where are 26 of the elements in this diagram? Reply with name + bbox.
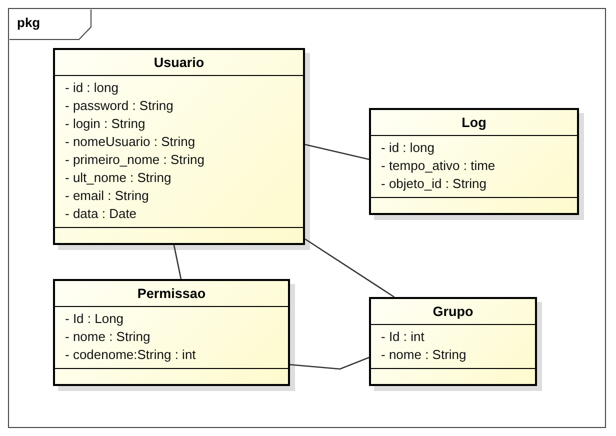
attribute-text: - Id : Long	[65, 310, 125, 328]
attribute-text: - nome : String	[65, 328, 152, 346]
attribute-text: - primeiro_nome : String	[65, 151, 206, 169]
association-line	[304, 238, 395, 298]
class-name: Grupo	[432, 304, 474, 319]
attribute-text: - id : long	[381, 139, 436, 157]
attribute-text: - Id : int	[381, 328, 426, 346]
attribute-text: - id : long	[65, 79, 120, 97]
attribute-text: - objeto_id : String	[381, 175, 488, 193]
association-line	[290, 356, 370, 370]
attribute-text: - nomeUsuario : String	[65, 133, 196, 151]
association-line	[304, 144, 370, 160]
package-name: pkg	[17, 15, 40, 30]
association-line	[173, 244, 182, 280]
attribute-text: - codenome:String : int	[65, 346, 197, 364]
attribute-text: - ult_nome : String	[65, 169, 172, 187]
attribute-text: - tempo_ativo : time	[381, 157, 496, 175]
attribute-text: - login : String	[65, 115, 146, 133]
package-frame	[8, 8, 606, 428]
class-name: Log	[462, 115, 486, 130]
attribute-text: - password : String	[65, 97, 174, 115]
attribute-text: - nome : String	[381, 346, 468, 364]
class-name: Permissao	[137, 286, 206, 301]
class-name: Usuario	[154, 55, 204, 70]
attribute-text: - email : String	[65, 187, 150, 205]
attribute-text: - data : Date	[65, 205, 138, 223]
